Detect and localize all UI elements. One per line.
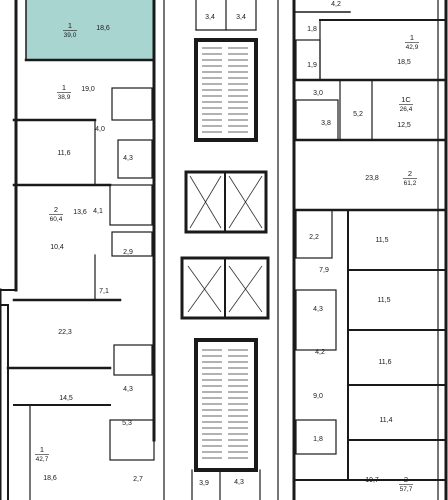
apartment-room-count: 1 (62, 83, 66, 92)
apartment-room-count: 2 (54, 205, 58, 214)
room-area-label: 2,7 (133, 476, 143, 483)
stairs (202, 47, 248, 459)
room-area-label: 18,6 (96, 25, 110, 32)
apartment-total-area: 26,4 (400, 106, 413, 113)
room-area-label: 18,6 (43, 475, 57, 482)
room-area-label: 13,6 (73, 209, 87, 216)
room-area-label: 4,3 (313, 306, 323, 313)
apartment-total-area: 38,9 (58, 94, 71, 101)
apartment-total-area: 42,9 (406, 44, 419, 51)
room-area-label: 4,2 (315, 349, 325, 356)
room-area-label: 12,5 (397, 122, 411, 129)
apartment-highlight[interactable] (26, 0, 154, 60)
room-area-label: 4,3 (123, 386, 133, 393)
room-area-label: 4,3 (234, 479, 244, 486)
room-area-label: 23,8 (365, 175, 379, 182)
room-area-label: 14,5 (59, 395, 73, 402)
room-area-label: 10,4 (50, 244, 64, 251)
apartment-total-area: 39,0 (64, 32, 77, 39)
room-area-label: 3,8 (321, 120, 331, 127)
room-area-label: 11,5 (375, 237, 388, 244)
room-area-label: 1,8 (307, 26, 317, 33)
apartment-total-area: 57,7 (400, 486, 413, 493)
elevators (187, 175, 263, 313)
apartment-room-count: 2 (404, 475, 408, 484)
room-area-label: 18,5 (397, 59, 411, 66)
apartment-total-area: 42,7 (36, 456, 49, 463)
room-area-label: 5,2 (353, 111, 363, 118)
room-area-label: 2,2 (309, 234, 319, 241)
room-area-label: 3,9 (199, 480, 209, 487)
room-area-label: 3,0 (313, 90, 323, 97)
room-area-label: 11,6 (378, 359, 391, 366)
apartment-total-area: 61,2 (404, 180, 417, 187)
room-area-label: 11,5 (377, 297, 390, 304)
apartment-room-count: 2 (408, 169, 412, 178)
room-area-label: 4,3 (123, 155, 133, 162)
room-area-label: 1,8 (313, 436, 323, 443)
apartment-room-count: 1 (68, 21, 72, 30)
room-area-label: 19,7 (365, 477, 379, 484)
room-area-label: 9,0 (313, 393, 323, 400)
room-area-label: 11,4 (379, 417, 392, 424)
room-area-label: 2,9 (123, 249, 133, 256)
apartment-total-area: 60,4 (50, 216, 63, 223)
apartment-room-count: 1 (40, 445, 44, 454)
room-area-label: 3,4 (205, 14, 215, 21)
room-area-label: 3,4 (236, 14, 246, 21)
room-area-label: 19,0 (81, 86, 95, 93)
apartment-room-count: 1 (410, 33, 414, 42)
room-area-label: 7,9 (319, 267, 329, 274)
room-area-label: 11,6 (57, 150, 70, 157)
room-area-label: 4,2 (331, 1, 341, 8)
room-area-label: 22,3 (58, 329, 72, 336)
room-area-label: 5,3 (122, 420, 132, 427)
room-area-label: 4,1 (93, 208, 103, 215)
apartment-room-count: 1С (401, 95, 411, 104)
room-area-label: 1,9 (307, 62, 317, 69)
room-area-label: 4,0 (95, 126, 105, 133)
room-area-label: 7,1 (99, 288, 109, 295)
